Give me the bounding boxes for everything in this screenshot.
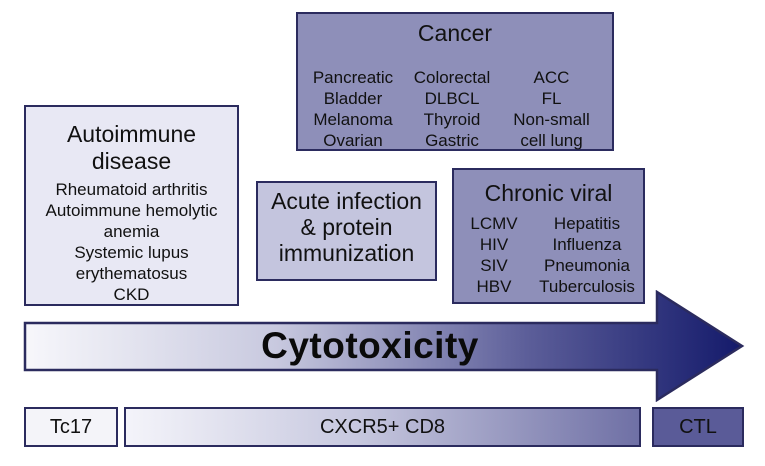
chronic-viral-box: Chronic viral LCMV HIV SIV HBV Hepatitis… bbox=[452, 168, 645, 304]
cancer-col-3: ACC FL Non-small cell lung bbox=[494, 67, 609, 151]
acute-infection-title: Acute infection & protein immunization bbox=[258, 188, 435, 266]
cancer-item: Pancreatic bbox=[312, 68, 394, 87]
cancer-box: Cancer Pancreatic Bladder Melanoma Ovari… bbox=[296, 12, 614, 151]
cancer-item: Thyroid bbox=[423, 110, 481, 129]
cytotoxicity-arrow bbox=[23, 290, 745, 402]
chronic-item: Influenza bbox=[552, 235, 622, 254]
cancer-item: Colorectal bbox=[413, 68, 491, 87]
cancer-item: Bladder bbox=[323, 89, 383, 108]
autoimmune-item: CKD bbox=[113, 285, 150, 304]
autoimmune-list: Rheumatoid arthritis Autoimmune hemolyti… bbox=[26, 179, 237, 305]
autoimmune-title: Autoimmune disease bbox=[26, 121, 237, 175]
cancer-title: Cancer bbox=[417, 20, 493, 46]
acute-line-1: Acute infection bbox=[271, 188, 422, 214]
chronic-col-2: Hepatitis Influenza Pneumonia Tuberculos… bbox=[531, 213, 643, 297]
cancer-item: Ovarian bbox=[323, 131, 383, 150]
chronic-item: Tuberculosis bbox=[539, 277, 635, 296]
cancer-item: cell lung bbox=[520, 131, 583, 150]
autoimmune-box: Autoimmune disease Rheumatoid arthritis … bbox=[24, 105, 239, 306]
cancer-item: ACC bbox=[533, 68, 570, 87]
chronic-item: SIV bbox=[480, 256, 508, 275]
autoimmune-item: Systemic lupus bbox=[74, 243, 189, 262]
tc17-box: Tc17 bbox=[24, 407, 118, 447]
cxcr5-cd8-box: CXCR5+ CD8 bbox=[124, 407, 641, 447]
cancer-item: FL bbox=[541, 89, 562, 108]
chronic-col-1: LCMV HIV SIV HBV bbox=[464, 213, 524, 297]
autoimmune-item: erythematosus bbox=[75, 264, 188, 283]
arrow-shape bbox=[23, 290, 745, 402]
chronic-item: Pneumonia bbox=[543, 256, 630, 275]
cancer-col-1: Pancreatic Bladder Melanoma Ovarian bbox=[298, 67, 408, 151]
cancer-item: Gastric bbox=[425, 131, 479, 150]
acute-line-3: immunization bbox=[278, 240, 415, 266]
acute-infection-box: Acute infection & protein immunization bbox=[256, 181, 437, 281]
autoimmune-title-line-2: disease bbox=[91, 148, 172, 174]
cancer-item: Non-small bbox=[513, 110, 590, 129]
chronic-item: HBV bbox=[476, 277, 512, 296]
autoimmune-item: Rheumatoid arthritis bbox=[55, 180, 208, 199]
cancer-item: DLBCL bbox=[424, 89, 480, 108]
cancer-item: Melanoma bbox=[313, 110, 393, 129]
acute-line-2: & protein bbox=[300, 214, 393, 240]
cytotoxicity-label: Cytotoxicity bbox=[261, 325, 479, 366]
ctl-box: CTL bbox=[652, 407, 744, 447]
cancer-col-2: Colorectal DLBCL Thyroid Gastric bbox=[397, 67, 507, 151]
chronic-viral-title: Chronic viral bbox=[484, 180, 613, 206]
chronic-item: LCMV bbox=[470, 214, 518, 233]
autoimmune-item: anemia bbox=[103, 222, 160, 241]
chronic-item: Hepatitis bbox=[553, 214, 621, 233]
autoimmune-title-line-1: Autoimmune bbox=[66, 121, 197, 147]
autoimmune-item: Autoimmune hemolytic bbox=[45, 201, 218, 220]
chronic-item: HIV bbox=[479, 235, 509, 254]
